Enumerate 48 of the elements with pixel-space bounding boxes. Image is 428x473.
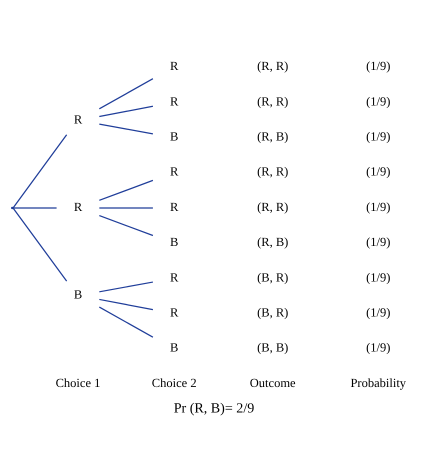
label: (B, R) <box>257 305 288 320</box>
node-text: R <box>170 270 178 284</box>
label: (1/9) <box>366 305 390 320</box>
connector <box>99 207 153 209</box>
label: (1/9) <box>366 340 390 355</box>
connector <box>99 124 154 134</box>
label: (R, R) <box>257 164 288 179</box>
label: (R, R) <box>257 200 288 214</box>
node-text: R <box>170 59 178 74</box>
node-text: R <box>74 200 82 214</box>
node-text: B <box>170 340 178 355</box>
label: (1/9) <box>366 235 390 250</box>
connector <box>99 298 154 310</box>
node-point <box>11 206 14 210</box>
label: Choice 1 <box>56 376 100 390</box>
caption: Pr (R, B)= 2/9 <box>174 400 254 416</box>
connector <box>99 180 154 201</box>
node-text: B <box>170 130 178 144</box>
node-text: B <box>170 235 178 250</box>
label: (1/9) <box>366 59 390 74</box>
connector <box>13 207 57 209</box>
connector <box>12 208 68 282</box>
label: (1/9) <box>366 130 390 144</box>
connector <box>99 78 154 110</box>
label: (1/9) <box>366 200 390 214</box>
node-text: R <box>170 200 178 214</box>
node-text: R <box>74 112 82 126</box>
connector <box>99 281 154 292</box>
label: (R, R) <box>257 94 288 108</box>
connector <box>12 134 68 208</box>
connector <box>99 106 154 118</box>
label: (B, R) <box>257 270 288 284</box>
node-text: R <box>170 305 178 320</box>
label: Outcome <box>250 376 296 390</box>
label: (1/9) <box>366 270 390 284</box>
label: (R, B) <box>257 130 288 144</box>
node-text: B <box>74 288 82 302</box>
label: (R, R) <box>257 59 288 74</box>
label: Choice 2 <box>152 376 197 390</box>
label: (B, B) <box>257 340 288 355</box>
label: (1/9) <box>366 94 390 108</box>
connector <box>99 215 154 236</box>
label: (R, B) <box>257 235 288 250</box>
node-text: R <box>170 94 178 108</box>
node-text: R <box>170 164 178 179</box>
label: Probability <box>350 376 406 390</box>
label: (1/9) <box>366 164 390 179</box>
connector <box>99 306 154 338</box>
